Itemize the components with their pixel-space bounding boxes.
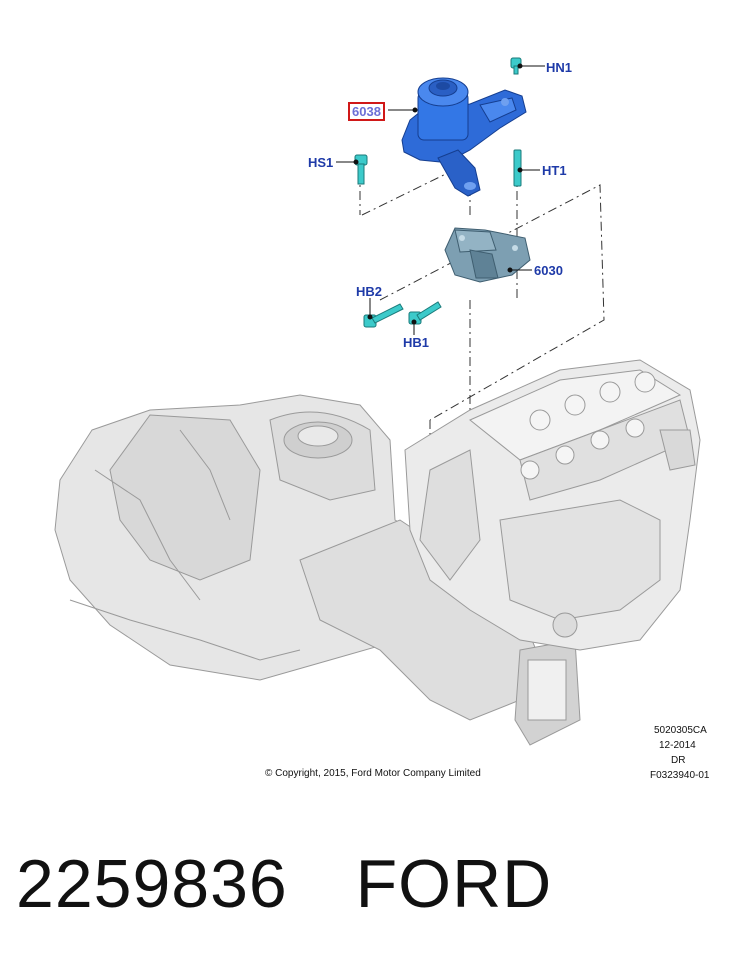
part-number: 2259836 [16, 846, 288, 922]
callout-hs1[interactable]: HS1 [308, 155, 334, 170]
part-number-heading: 2259836 FORD [16, 850, 552, 918]
callout-6038-highlighted[interactable]: 6038 [348, 102, 385, 121]
engine-mount-6038[interactable] [401, 77, 527, 197]
callout-hb2[interactable]: HB2 [356, 284, 383, 299]
callout-6030[interactable]: 6030 [534, 263, 563, 278]
callout-ht1[interactable]: HT1 [542, 163, 567, 178]
fastener-hs1[interactable] [354, 154, 368, 185]
engine-bay-structure [54, 394, 581, 746]
engine-block [404, 359, 701, 651]
callout-leaders [336, 63, 545, 335]
reference-date: 12-2014 [659, 740, 696, 751]
callout-hn1[interactable]: HN1 [546, 60, 573, 75]
reference-code: 5020305CA [654, 725, 707, 736]
brand-name: FORD [355, 846, 553, 922]
exploded-parts-diagram [54, 57, 701, 746]
fastener-hb2[interactable] [363, 303, 404, 328]
reference-figure-id: F0323940-01 [650, 770, 710, 781]
copyright-notice: © Copyright, 2015, Ford Motor Company Li… [265, 768, 481, 779]
callout-hb1[interactable]: HB1 [403, 335, 430, 350]
reference-region: DR [671, 755, 686, 766]
